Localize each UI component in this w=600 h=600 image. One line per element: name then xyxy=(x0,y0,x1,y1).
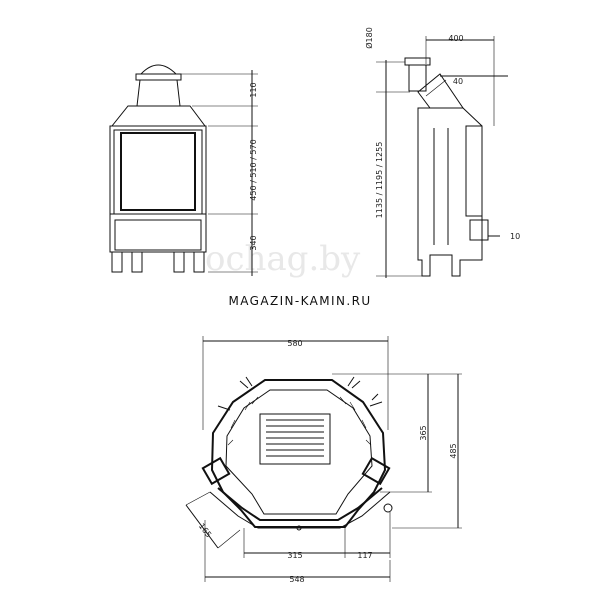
side-air-vent xyxy=(469,219,489,241)
side-view: Ø180 1135 / 1195 / 1255 400 40 10 xyxy=(364,27,520,278)
top-outer-shell xyxy=(210,379,387,528)
front-leg xyxy=(173,251,185,273)
front-collar-ring xyxy=(135,73,182,81)
dim-top-485: 485 xyxy=(449,443,458,458)
front-leg xyxy=(111,251,123,273)
front-glass xyxy=(120,132,196,211)
top-door-frame xyxy=(209,491,391,529)
dim-side-400: 400 xyxy=(448,34,463,43)
top-hinge-left xyxy=(201,456,231,486)
front-body xyxy=(109,125,207,253)
top-door-handle xyxy=(383,503,393,513)
side-door-profile xyxy=(465,125,483,217)
top-grate-frame xyxy=(259,413,331,465)
dim-top-315: 315 xyxy=(287,551,302,560)
top-firebox xyxy=(225,389,373,515)
front-door-frame xyxy=(113,129,203,215)
dim-front-340: 340 xyxy=(249,235,258,250)
top-view: 580 365 485 165 315 117 548 xyxy=(185,336,462,584)
side-body xyxy=(417,107,483,277)
dim-top-365: 365 xyxy=(419,425,428,440)
front-view: 110 450 / 510 / 570 340 xyxy=(109,64,258,276)
top-grate-bars xyxy=(266,419,324,457)
top-ext-line xyxy=(185,491,211,506)
front-ash-compartment xyxy=(114,219,202,251)
dim-side-1135-1195-1255: 1135 / 1195 / 1255 xyxy=(375,142,384,219)
dim-front-450-510-570: 450 / 510 / 570 xyxy=(249,139,258,200)
side-flue-pipe xyxy=(408,64,427,92)
top-door-glass xyxy=(217,487,383,521)
dim-front-110: 110 xyxy=(249,82,258,97)
front-collar-dome xyxy=(139,64,178,75)
dim-top-580: 580 xyxy=(287,339,302,348)
top-lining-hatch xyxy=(227,396,372,446)
front-flue-neck xyxy=(136,79,181,107)
front-leg xyxy=(193,251,205,273)
top-fins xyxy=(217,376,383,411)
top-ext-line xyxy=(217,529,241,549)
dim-top-117: 117 xyxy=(357,551,372,560)
dim-top-548: 548 xyxy=(289,575,304,584)
front-hood xyxy=(110,105,206,127)
watermark: ochag.by xyxy=(205,239,361,279)
top-dim-line xyxy=(185,504,219,549)
side-flue-hatch xyxy=(425,79,447,97)
site-label: MAGAZIN-KAMIN.RU xyxy=(229,294,372,308)
dim-side-10: 10 xyxy=(510,232,520,241)
dim-side-diameter-180: Ø180 xyxy=(364,27,374,49)
dim-side-40: 40 xyxy=(453,77,463,86)
front-leg xyxy=(131,251,143,273)
top-hinge-right xyxy=(361,456,391,486)
top-door-latch xyxy=(296,525,302,531)
